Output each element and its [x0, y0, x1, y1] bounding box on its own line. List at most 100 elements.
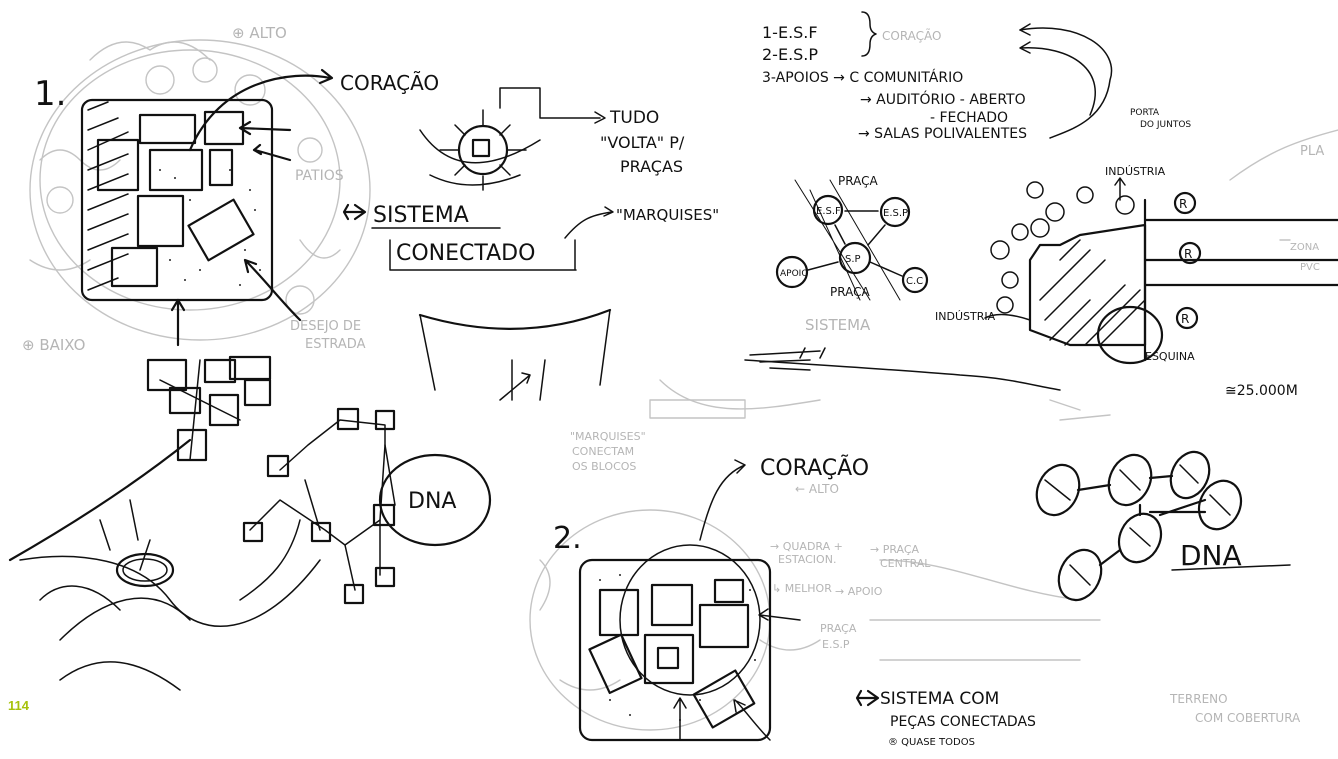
program-line-3: 3-APOIOS → C COMUNITÁRIO: [762, 69, 963, 86]
label-praca-bottom: PRAÇA: [830, 285, 870, 299]
node-sp: [838, 241, 872, 275]
label-coracao-faint: CORAÇÃO: [882, 28, 942, 43]
hatch-left: [87, 101, 129, 291]
label-r-3: R: [1181, 312, 1189, 326]
label-os-blocos: OS BLOCOS: [572, 460, 636, 473]
program-line-6: → SALAS POLIVALENTES: [858, 126, 1027, 142]
label-sistema-com: SISTEMA COM: [880, 689, 999, 709]
node-sp-label: S.P: [845, 254, 861, 265]
label-r-2: R: [1184, 247, 1192, 261]
center-ring: [619, 544, 761, 696]
label-com-cobertura: COM COBERTURA: [1195, 711, 1301, 725]
sketch-2: "MARQUISES" CONECTAM OS BLOCOS ← ALTO → …: [529, 399, 1301, 748]
stipple: [159, 169, 261, 286]
label-marquises: "MARQUISES": [616, 206, 719, 224]
building-blocks: [96, 110, 255, 288]
faint-context-scribbles: [29, 39, 371, 341]
label-patios: PATIOS: [295, 168, 344, 184]
dna-network-nodes: [242, 407, 396, 605]
label-quase-todos: ® QUASE TODOS: [888, 737, 975, 748]
label-baixo: ⊕ BAIXO: [22, 336, 85, 354]
terrain-lines: [19, 499, 321, 691]
program-line-4: → AUDITÓRIO - ABERTO: [860, 90, 1026, 108]
tudo-bracket: [499, 87, 601, 119]
program-list: 1-E.S.F 2-E.S.P 3-APOIOS → C COMUNITÁRIO…: [762, 11, 1191, 142]
sketch-1-number: 1.: [34, 74, 66, 114]
dna-bubble: [378, 453, 492, 547]
program-line-2: 2-E.S.P: [762, 45, 818, 64]
site-hatch: [1039, 239, 1146, 346]
label-alto: ⊕ ALTO: [232, 24, 287, 42]
sketch-2-number: 2.: [553, 521, 582, 556]
sweep-line: [8, 438, 192, 562]
node-cc-label: C.C: [906, 276, 923, 287]
dna-network-links: [249, 419, 396, 591]
section-line: [744, 359, 1061, 391]
label-melhor: ↳ MELHOR: [772, 582, 832, 595]
dna-molecule: [1035, 450, 1243, 602]
site-outline: [1028, 223, 1147, 347]
label-marquises-2: "MARQUISES": [570, 430, 646, 443]
label-do-juntos: DO JUNTOS: [1140, 120, 1191, 130]
label-terreno: TERRENO: [1169, 692, 1228, 706]
arrow-coracao: [188, 74, 332, 152]
label-praca-2: PRAÇA: [820, 622, 857, 635]
label-central: CENTRAL: [880, 557, 931, 570]
label-porta: PORTA: [1130, 108, 1160, 118]
label-r-1: R: [1179, 197, 1187, 211]
label-industria-top: INDÚSTRIA: [1105, 165, 1166, 178]
brace: [861, 11, 877, 57]
label-conectado: CONECTADO: [396, 241, 535, 266]
label-praca-central: → PRAÇA: [870, 543, 920, 556]
label-tudo: TUDO: [609, 108, 659, 128]
corner-circle: [1096, 305, 1164, 365]
label-praca-top: PRAÇA: [838, 174, 878, 188]
label-coracao-2: CORAÇÃO: [760, 454, 869, 481]
label-quadra: → QUADRA +: [770, 540, 843, 553]
hub-rays: [419, 109, 541, 191]
label-area: ≅25.000M: [1225, 383, 1298, 399]
label-esquina: ESQUINA: [1145, 350, 1195, 363]
label-dna-1: DNA: [408, 489, 456, 514]
node-esf-label: E.S.F: [816, 206, 841, 217]
stacked-blocks: [146, 355, 272, 462]
label-estrada: ESTRADA: [305, 337, 366, 352]
loop-arrow-1: [1019, 27, 1113, 139]
label-coracao: CORAÇÃO: [340, 71, 439, 95]
node-apoio: [775, 255, 809, 289]
system-links: [794, 179, 903, 301]
label-zone: ZONA: [1290, 242, 1319, 253]
building-blocks-2: [588, 578, 756, 729]
label-apoio-2: → APOIO: [835, 585, 883, 598]
site-boundary-2: [578, 558, 772, 742]
node-apoio-label: APOIO: [780, 269, 808, 279]
label-dna-2: DNA: [1180, 539, 1242, 572]
node-blob: [115, 552, 175, 588]
system-diagram: PRAÇA E.S.F E.S.P S.P APOIO C.C PRAÇA SI…: [775, 174, 929, 334]
label-pecas: PEÇAS CONECTADAS: [890, 714, 1036, 730]
node-esp: [879, 196, 911, 228]
canopy: [418, 308, 612, 330]
label-desejo: DESEJO DE: [290, 319, 361, 334]
label-volta: "VOLTA" P/: [600, 133, 685, 152]
label-estacion: ESTACION.: [778, 553, 836, 566]
trees: [990, 181, 1135, 314]
label-sistema: SISTEMA: [373, 203, 469, 228]
page-number: 114: [8, 698, 29, 713]
site-plan: INDÚSTRIA R R R ESQUINA INDÚSTRIA ≅25.00…: [659, 129, 1338, 421]
node-esp-label: E.S.P: [883, 208, 908, 219]
sketch-1: ⊕ ALTO ⊕ BAIXO PATIOS DESEJO DE ESTRADA …: [22, 24, 719, 401]
hub-circle: [457, 124, 509, 176]
label-conectam: CONECTAM: [572, 445, 634, 458]
sketch-1-lower: DNA: [8, 355, 492, 691]
arrow-coracao-2: [699, 459, 746, 541]
label-alto-2: ← ALTO: [795, 482, 839, 496]
road-lines: [1143, 198, 1338, 362]
dna-shading: [1044, 464, 1231, 586]
label-pvc: PVC: [1300, 262, 1320, 273]
label-pla: PLA: [1300, 144, 1324, 159]
program-line-1: 1-E.S.F: [762, 23, 818, 42]
program-line-5: - FECHADO: [930, 110, 1008, 126]
label-sistema-faint: SISTEMA: [805, 316, 871, 334]
